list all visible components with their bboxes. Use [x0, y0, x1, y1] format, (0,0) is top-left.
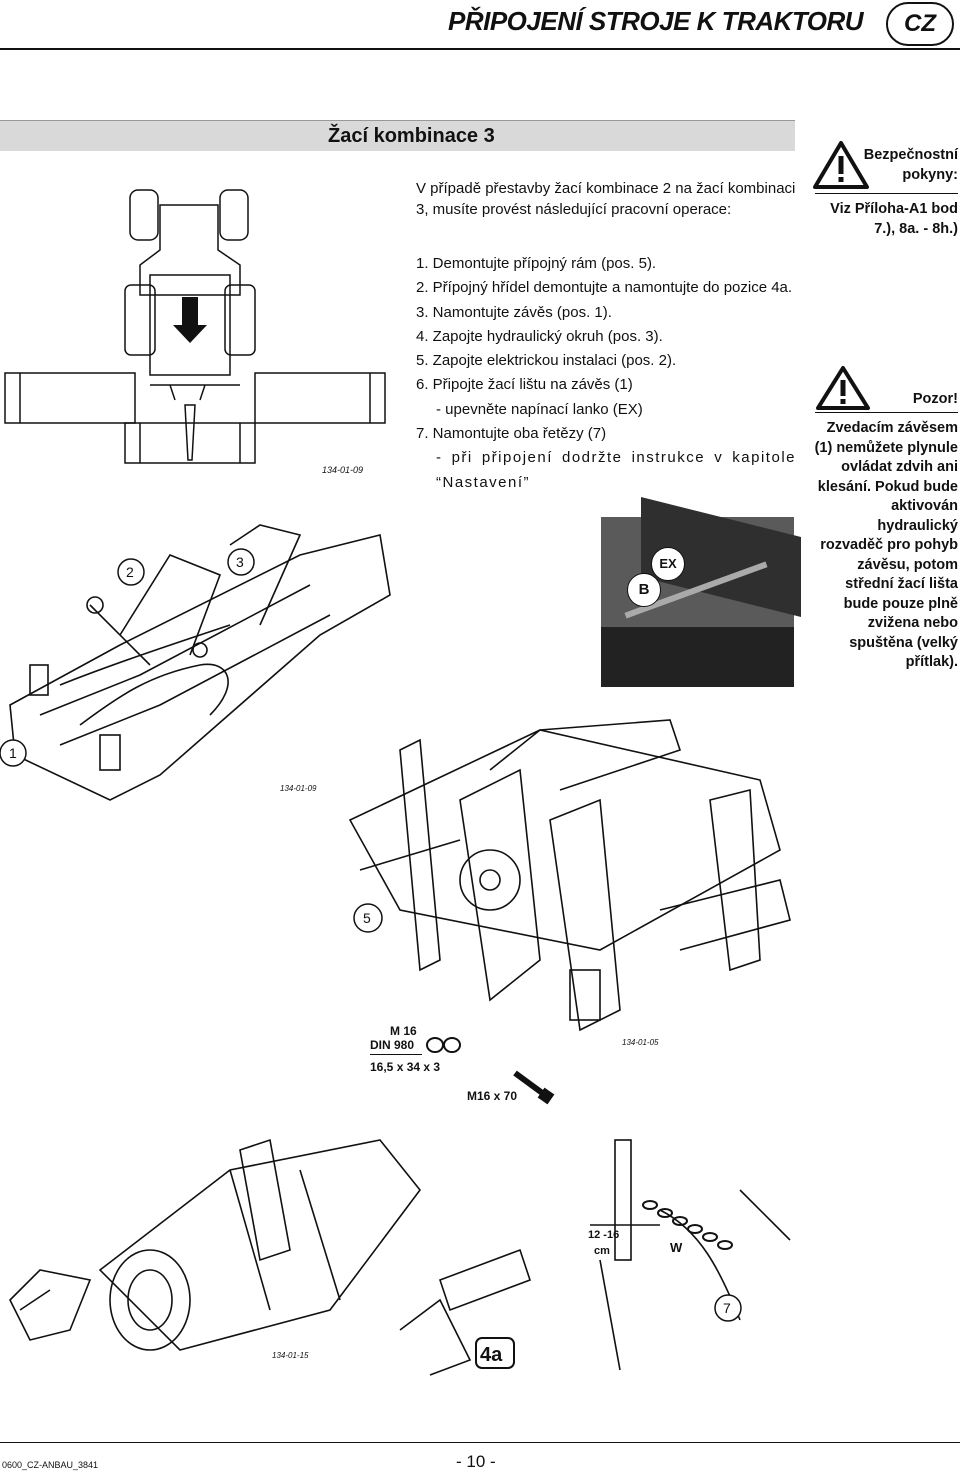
instruction-steps: 1. Demontujte přípojný rám (pos. 5). 2. …: [416, 252, 796, 495]
document-code: 0600_CZ-ANBAU_3841: [2, 1460, 99, 1470]
language-badge: CZ: [886, 2, 954, 46]
callout-5: 5: [363, 910, 371, 926]
washer-size-label: 16,5 x 34 x 3: [370, 1060, 441, 1074]
page-number: - 10 -: [456, 1452, 496, 1471]
safety-title: Bezpečnostní pokyny:: [863, 147, 958, 183]
step-6-sub: - upevněte napínací lanko (EX): [436, 400, 643, 418]
bolt-size-label: M16 x 70: [467, 1089, 518, 1103]
step-4: 4. Zapojte hydraulický okruh (pos. 3).: [416, 327, 663, 345]
sidebar-divider: [815, 412, 958, 413]
chain-dimension: 12 -16: [588, 1229, 619, 1241]
figure-code: 134-01-15: [272, 1351, 309, 1360]
step-2: 2. Přípojný hřídel demontujte a namontuj…: [416, 279, 793, 297]
tension-cable-photo: B EX: [601, 497, 801, 687]
callout-2: 2: [126, 564, 134, 580]
callout-3: 3: [236, 554, 244, 570]
arrow-down-icon: [173, 297, 207, 343]
step-7-sub: - při připojení dodržte instrukce v kapi…: [436, 449, 796, 491]
figure-code: 134-01-09: [322, 465, 363, 475]
safety-reference: Viz Příloha-A1 bod 7.), 8a. - 8h.): [830, 201, 958, 237]
footer-divider: [0, 1442, 960, 1443]
figure-code: 134-01-05: [622, 1038, 659, 1047]
chain-unit: cm: [594, 1245, 610, 1257]
bolt-icon: [513, 1070, 555, 1105]
pto-shaft-chain-figure: 7 W 12 -16 cm 4a 134-01-15: [9, 1138, 791, 1376]
header-divider: [0, 48, 960, 50]
sidebar-divider: [815, 193, 958, 194]
callout-b: B: [627, 573, 661, 607]
step-6: 6. Připojte žací lištu na závěs (1): [416, 376, 633, 394]
page-header-title: PŘIPOJENÍ STROJE K TRAKTORU: [448, 6, 864, 36]
warning-triangle-icon: [816, 366, 870, 410]
step-3: 3. Namontujte závěs (pos. 1).: [416, 303, 612, 321]
bolt-din-label: DIN 980: [370, 1038, 415, 1052]
section-band: Žací kombinace 3: [0, 120, 795, 151]
callout-1: 1: [9, 745, 17, 761]
warning-title: Pozor!: [912, 391, 958, 407]
warning-triangle-icon: [813, 141, 869, 189]
intro-paragraph: V případě přestavby žací kombinace 2 na …: [416, 180, 796, 218]
hitch-hydraulics-figure: 1 2 3 134-01-09: [0, 524, 391, 801]
washer-icon: [426, 1037, 461, 1053]
section-title: Žací kombinace 3: [328, 125, 495, 147]
callout-w: W: [670, 1240, 683, 1255]
step-5: 5. Zapojte elektrickou instalaci (pos. 2…: [416, 352, 677, 370]
warning-text: Zvedacím závěsem (1) nemůžete plynule ov…: [814, 420, 958, 670]
mounting-frame-figure: 5 134-01-05: [348, 719, 791, 1047]
figure-code: 134-01-09: [280, 784, 317, 793]
callout-ex: EX: [651, 547, 685, 581]
callout-4a: 4a: [480, 1344, 503, 1366]
step-7: 7. Namontujte oba řetězy (7): [416, 425, 607, 443]
callout-7: 7: [723, 1300, 731, 1316]
bolt-spec-label: M 16: [390, 1024, 417, 1038]
tractor-top-view-figure: 134-01-09: [4, 189, 386, 475]
step-1: 1. Demontujte přípojný rám (pos. 5).: [416, 255, 657, 272]
